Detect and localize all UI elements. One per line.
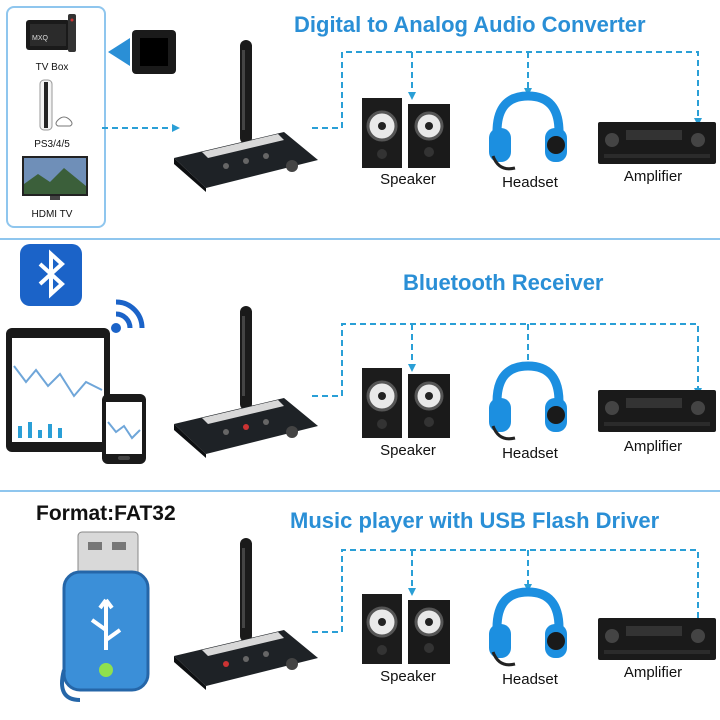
console-icon (39, 79, 73, 131)
source-label-hdmi-tv: HDMI TV (31, 209, 73, 220)
output-label-speaker: Speaker (380, 171, 436, 188)
converter-device-icon (174, 538, 318, 690)
amplifier-icon (598, 390, 716, 432)
amplifier-icon (598, 122, 716, 164)
headset-icon (489, 91, 567, 171)
headset-icon (489, 587, 567, 667)
section-heading-usb-player: Music player with USB Flash Driver (290, 508, 660, 533)
section-heading-bluetooth: Bluetooth Receiver (403, 270, 604, 295)
output-label-headset: Headset (502, 174, 558, 191)
speaker-icon (362, 594, 450, 664)
output-label-headset: Headset (502, 671, 558, 688)
tv-icon (22, 156, 88, 200)
converter-device-icon (174, 306, 318, 458)
wifi-signal-icon (111, 299, 145, 333)
svg-text:MXQ: MXQ (32, 35, 49, 42)
format-label: Format:FAT32 (36, 502, 176, 525)
headset-icon (489, 361, 567, 441)
output-label-speaker: Speaker (380, 668, 436, 685)
output-label-amplifier: Amplifier (623, 438, 683, 455)
tablet-icon (6, 328, 110, 452)
output-label-amplifier: Amplifier (623, 168, 683, 185)
optical-port-icon (108, 30, 176, 74)
tv-box-icon: MXQ (26, 14, 76, 52)
converter-device-icon (174, 40, 318, 192)
phone-icon (102, 394, 146, 464)
section-divider (0, 490, 720, 492)
bluetooth-icon (20, 244, 82, 306)
section-divider (0, 238, 720, 240)
amplifier-icon (598, 618, 716, 660)
usb-drive-icon (60, 531, 150, 702)
source-label-console: PS3/4/5 (34, 139, 70, 150)
speaker-icon (362, 368, 450, 438)
source-label-tv-box: TV Box (35, 62, 69, 73)
output-label-speaker: Speaker (380, 442, 436, 459)
output-label-amplifier: Amplifier (623, 664, 683, 681)
section-heading-dac: Digital to Analog Audio Converter (294, 12, 646, 37)
output-label-headset: Headset (502, 445, 558, 462)
speaker-icon (362, 98, 450, 168)
